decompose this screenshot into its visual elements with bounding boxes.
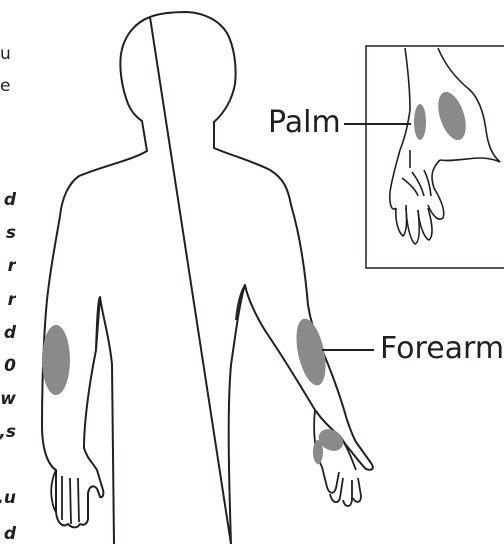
bold-line-4: r — [0, 290, 16, 310]
left-inner-arm-line — [96, 297, 100, 350]
plain-line-1: u — [0, 44, 16, 64]
forearm-label: Forearm — [380, 334, 504, 364]
bold-line-3: r — [0, 256, 16, 276]
bold-line-2: s — [0, 223, 16, 243]
bold-line-6: 0 — [0, 356, 16, 376]
palm-inset — [366, 46, 504, 268]
palm-label: Palm — [268, 108, 341, 138]
plain-line-2: e — [0, 76, 16, 96]
hand-site-heel — [313, 440, 323, 464]
bold-line-1: d — [0, 190, 16, 210]
bold-line-10: u. — [0, 488, 16, 508]
inset-frame — [366, 46, 504, 268]
palm-site-edge — [414, 104, 426, 140]
upper-arm-site-left — [42, 325, 70, 395]
bold-line-5: d — [0, 323, 16, 343]
body-outline — [42, 12, 373, 544]
bold-line-7: w — [0, 389, 16, 409]
forearm-site — [291, 316, 331, 388]
bold-line-8: s, — [0, 422, 16, 442]
bold-line-11: d — [0, 524, 16, 544]
